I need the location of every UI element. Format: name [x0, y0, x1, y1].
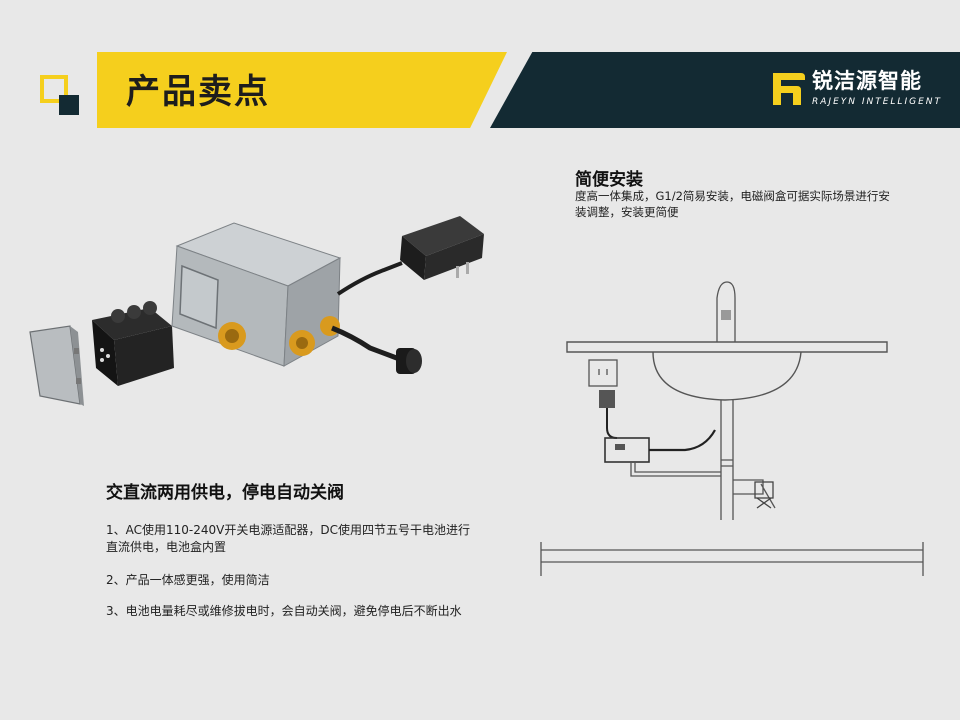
shutoff-valve-icon	[754, 481, 774, 509]
decor-square-fill	[59, 95, 79, 115]
product-illustration	[29, 216, 484, 406]
battery-pack-icon	[92, 301, 174, 386]
sink-bowl	[652, 351, 802, 401]
battery-cover-plate	[29, 325, 84, 406]
install-title: 简便安装	[575, 170, 643, 190]
install-description: 度高一体集成，G1/2简易安装，电磁阀盒可据实际场景进行安装调整，安装更简便	[575, 189, 890, 219]
valve-box-icon	[171, 222, 342, 367]
page-title: 产品卖点	[126, 72, 270, 112]
power-adapter-icon	[400, 216, 484, 280]
feature-item: 2、产品一体感更强，使用简洁	[106, 573, 270, 587]
installation-diagram	[540, 281, 924, 576]
feature-item: 3、电池电量耗尽或维修拔电时，会自动关阀，避免停电后不断出水	[106, 604, 462, 618]
countertop	[566, 341, 888, 353]
adapter-small-icon	[599, 390, 615, 408]
faucet-icon	[716, 281, 736, 342]
features-title: 交直流两用供电，停电自动关阀	[106, 483, 344, 503]
brand-banner	[490, 52, 960, 128]
logo-r-icon	[773, 73, 805, 105]
decor-square-outline	[40, 75, 68, 103]
title-banner	[97, 52, 507, 128]
brand-name-en: RAJEYN INTELLIGENT	[812, 97, 942, 107]
sensor-connector	[396, 348, 422, 374]
wall-socket-icon	[588, 359, 618, 387]
brand-name-cn: 锐洁源智能	[812, 69, 922, 93]
floor-line	[540, 542, 924, 576]
valve-box-small	[604, 437, 650, 463]
feature-item: 1、AC使用110-240V开关电源适配器，DC使用四节五号干电池进行直流供电，…	[106, 523, 470, 554]
